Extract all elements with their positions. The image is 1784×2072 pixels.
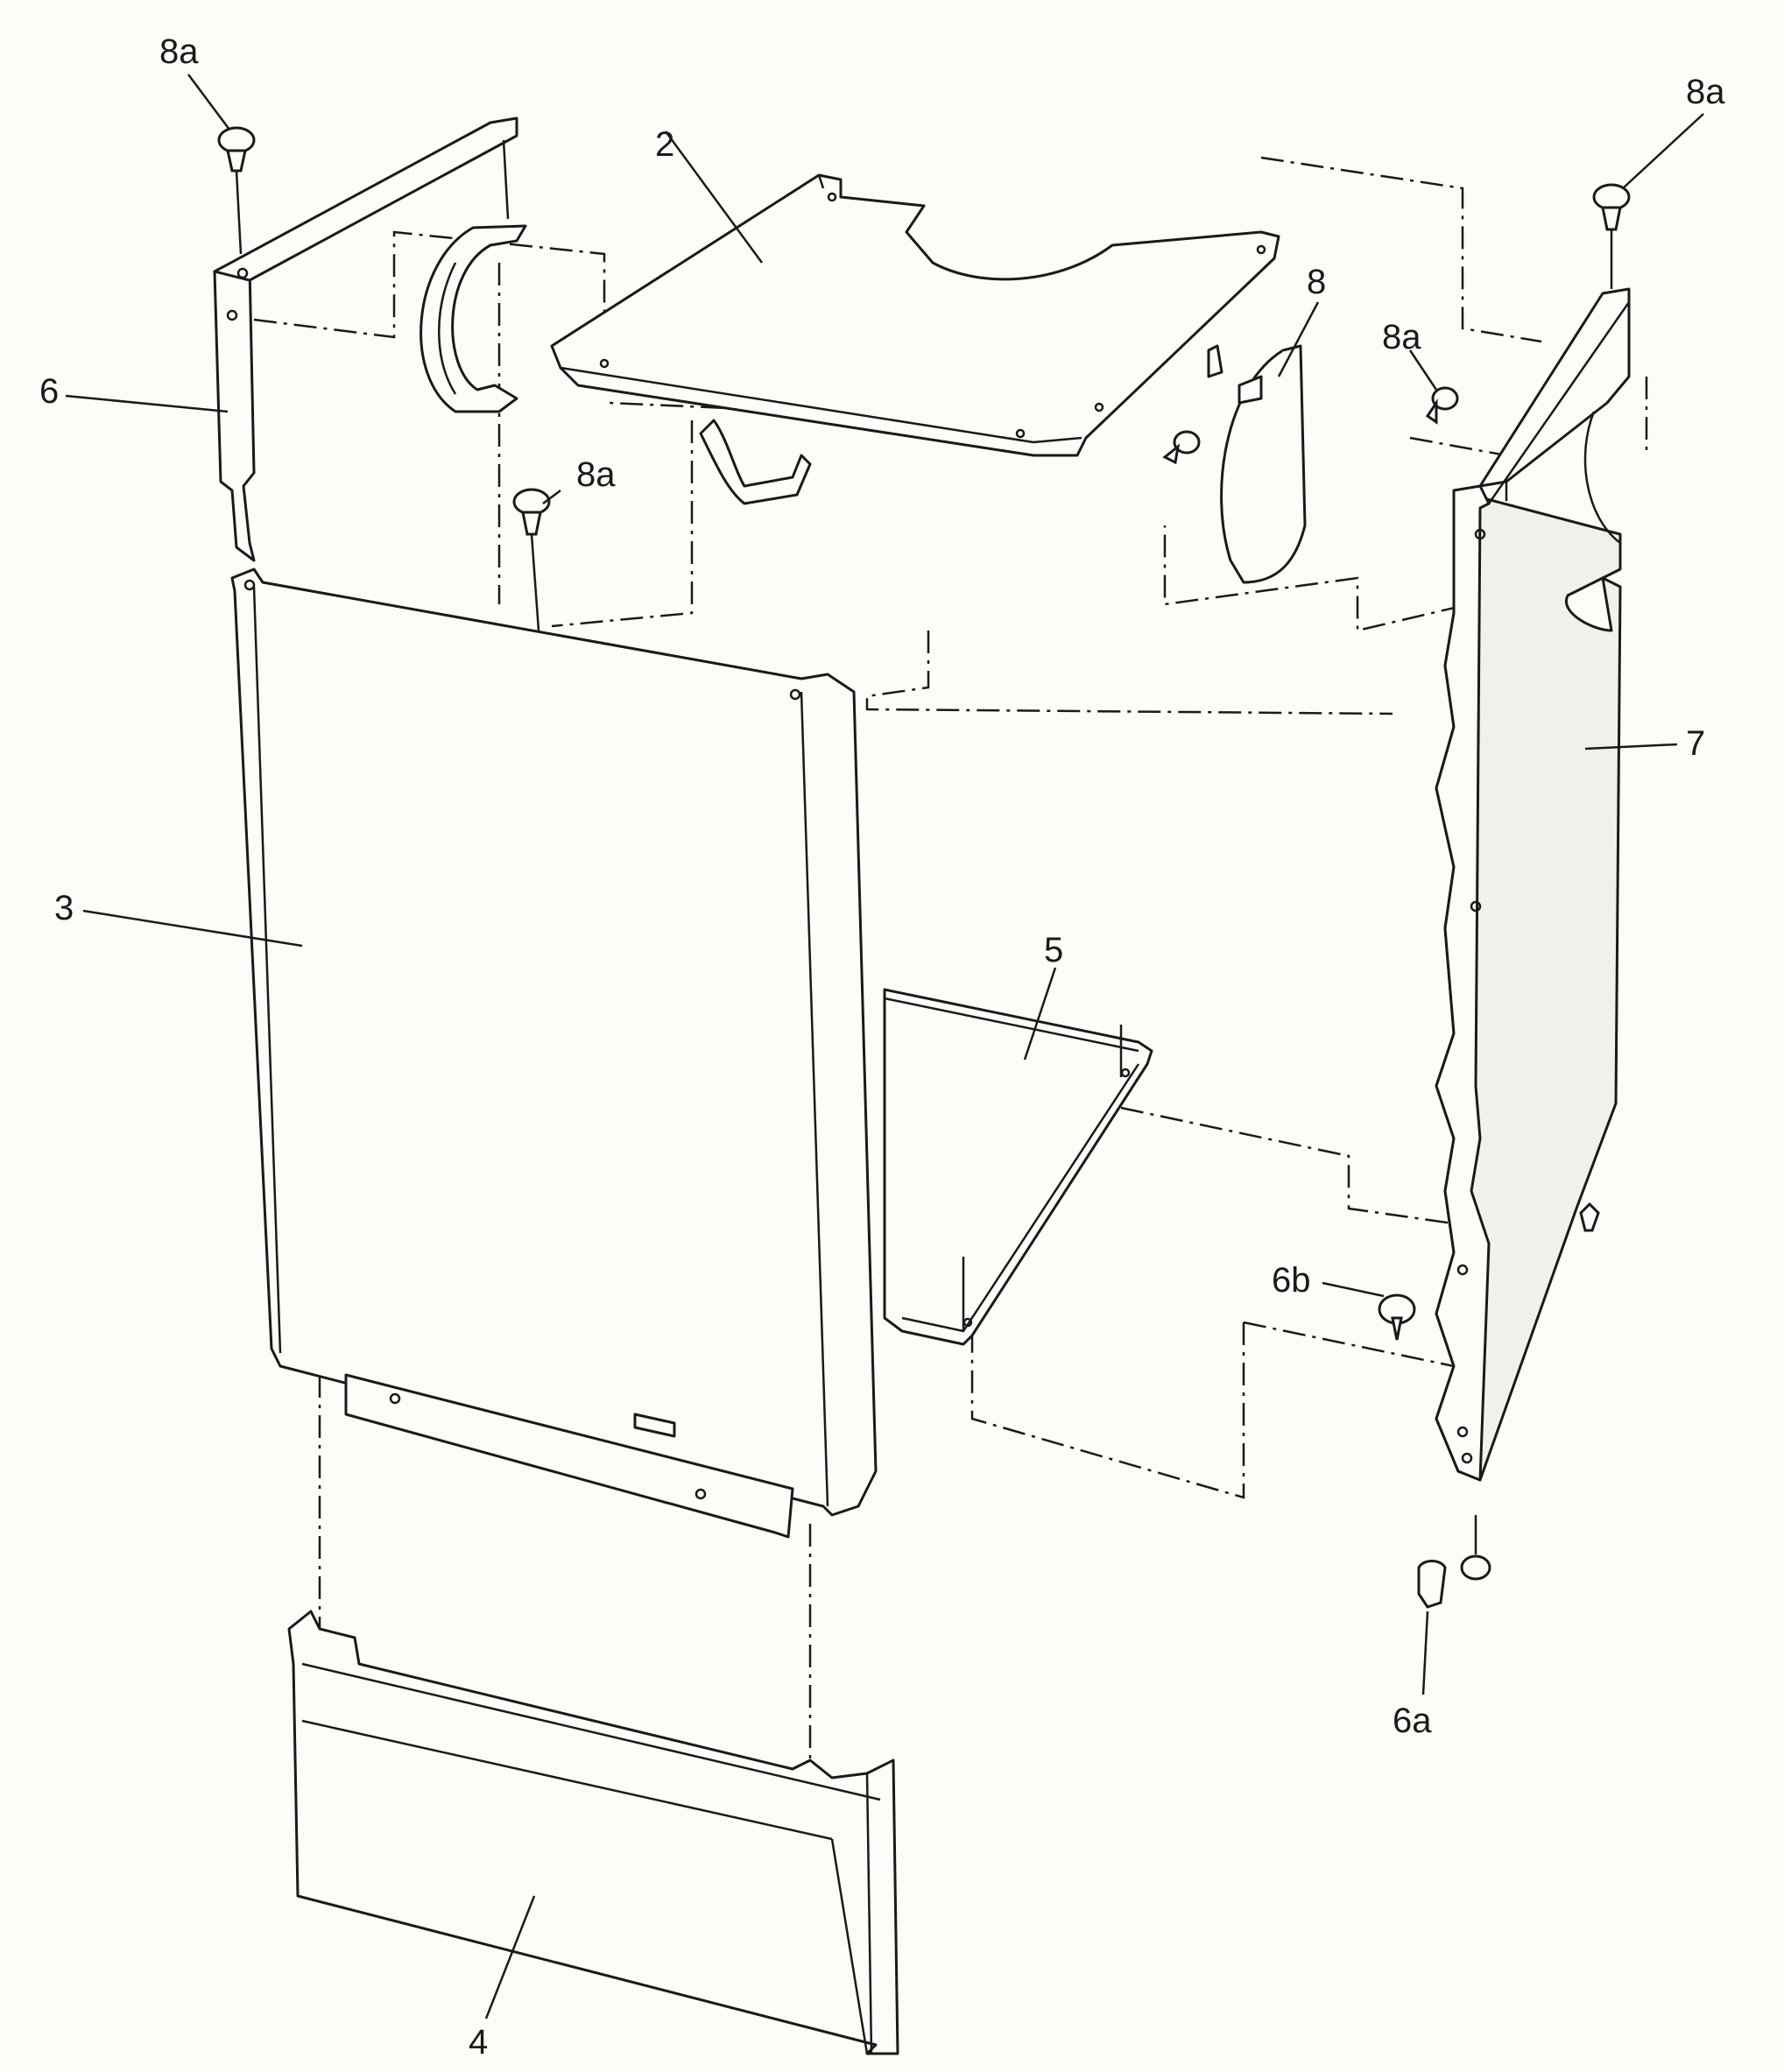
part-4-kick-plate bbox=[287, 1610, 899, 2055]
label-6b: 6b bbox=[1272, 1261, 1311, 1300]
label-6a: 6a bbox=[1393, 1702, 1432, 1740]
screw-8a-top-right bbox=[1592, 183, 1631, 289]
pipe-bracket-center bbox=[699, 419, 812, 505]
label-8a-middle: 8a bbox=[576, 455, 616, 494]
label-7: 7 bbox=[1686, 724, 1705, 763]
label-2: 2 bbox=[655, 125, 674, 164]
part-6-left-corner-post bbox=[213, 116, 518, 562]
assembly-guide-lines bbox=[253, 156, 1648, 1760]
leader-lines bbox=[65, 74, 1704, 2019]
screw-part-8-left bbox=[1162, 430, 1201, 465]
screw-8a-middle bbox=[512, 488, 551, 631]
part-3-front-door-panel bbox=[230, 567, 878, 1539]
label-6: 6 bbox=[39, 372, 59, 411]
foot-6a bbox=[1417, 1515, 1491, 1609]
part-2-top-panel bbox=[550, 173, 1280, 457]
label-5: 5 bbox=[1044, 931, 1063, 969]
part-7-right-side-panel bbox=[1435, 287, 1631, 1482]
part-5-bottom-shelf bbox=[883, 988, 1153, 1346]
label-8a-right: 8a bbox=[1382, 318, 1421, 356]
screw-8a-top-left bbox=[217, 126, 256, 255]
label-8: 8 bbox=[1307, 263, 1326, 301]
label-4: 4 bbox=[469, 2023, 488, 2061]
part-labels: 8a 8a 2 8 8a 6 8a 7 3 5 6b 6a 4 bbox=[39, 32, 1725, 2061]
label-8a-top-left: 8a bbox=[159, 32, 199, 71]
pipe-bracket-upper-left bbox=[420, 224, 527, 413]
screw-8a-right bbox=[1425, 386, 1459, 425]
part-8-half-round-plate bbox=[1207, 344, 1307, 584]
label-8a-top-right: 8a bbox=[1686, 73, 1725, 111]
label-3: 3 bbox=[54, 889, 74, 927]
screw-6b bbox=[1378, 1293, 1416, 1341]
